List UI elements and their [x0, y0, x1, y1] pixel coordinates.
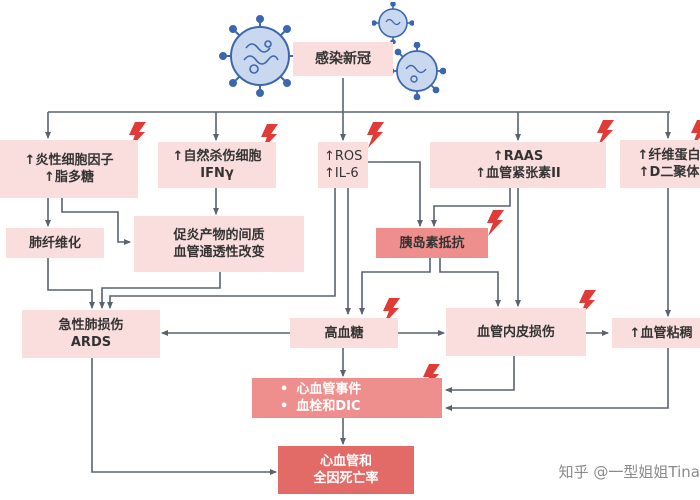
node-cardiovascular-events: 心血管事件 血栓和DIC	[252, 378, 442, 418]
node-label: 促炎产物的间质	[173, 228, 265, 243]
node-label: 急性肺损伤	[58, 318, 124, 333]
node-cytokines: ↑炎性细胞因子 ↑脂多糖	[0, 140, 138, 198]
node-label: 高血糖	[324, 325, 364, 341]
node-label: 心血管事件	[280, 381, 361, 398]
node-label: 心血管和	[319, 454, 372, 469]
lightning-icon	[367, 122, 384, 148]
node-label: ↑血管粘稠	[629, 325, 693, 341]
node-label: 肺纤维化	[28, 235, 81, 251]
node-label: ↑RAAS	[492, 149, 544, 164]
node-label: ↑炎性细胞因子	[24, 153, 114, 168]
node-label: ↑ROS	[324, 149, 363, 164]
node-label: 血管内皮损伤	[476, 324, 555, 340]
lightning-icon	[383, 298, 400, 324]
node-pulmonary-fibrosis: 肺纤维化	[6, 228, 104, 258]
node-label: ARDS	[70, 335, 112, 350]
node-label: 胰岛素抵抗	[399, 235, 465, 251]
node-hyperglycemia: 高血糖	[290, 318, 398, 348]
node-vascular-permeability: 促炎产物的间质 血管通透性改变	[134, 216, 304, 272]
virus-large-icon	[219, 15, 301, 97]
node-label: ↑自然杀伤细胞	[172, 149, 262, 164]
node-label: 血管通透性改变	[173, 245, 265, 260]
node-label: IFNγ	[200, 166, 234, 181]
lightning-icon	[487, 210, 504, 236]
node-raas: ↑RAAS ↑血管紧张素II	[430, 142, 606, 188]
node-insulin-resistance: 胰岛素抵抗	[376, 228, 488, 258]
node-mortality: 心血管和 全因死亡率	[278, 446, 414, 494]
node-label: ↑脂多糖	[44, 170, 94, 185]
node-ards: 急性肺损伤 ARDS	[22, 310, 160, 358]
node-label: ↑IL-6	[324, 166, 359, 181]
node-label: 感染新冠	[315, 50, 371, 67]
lightning-icon	[597, 120, 614, 146]
node-label: ↑D二聚体	[638, 165, 700, 180]
virus-small-icon	[372, 2, 414, 44]
node-fibrin-d-dimer: ↑纤维蛋白 ↑D二聚体	[620, 140, 700, 188]
virus-medium-icon	[388, 42, 446, 100]
node-label: ↑纤维蛋白	[637, 148, 700, 163]
node-nk-cells: ↑自然杀伤细胞 IFNγ	[158, 142, 276, 188]
node-label: 血栓和DIC	[280, 398, 360, 415]
lightning-icon	[691, 120, 700, 146]
node-ros-il6: ↑ROS ↑IL-6	[318, 142, 368, 188]
node-blood-viscosity: ↑血管粘稠	[612, 318, 700, 348]
watermark: 知乎 @一型姐姐Tina	[558, 463, 700, 481]
node-label: ↑血管紧张素II	[475, 166, 561, 181]
node-label: 全因死亡率	[313, 471, 379, 486]
node-endothelial-injury: 血管内皮损伤	[446, 308, 586, 356]
node-covid-infection: 感染新冠	[293, 42, 393, 76]
